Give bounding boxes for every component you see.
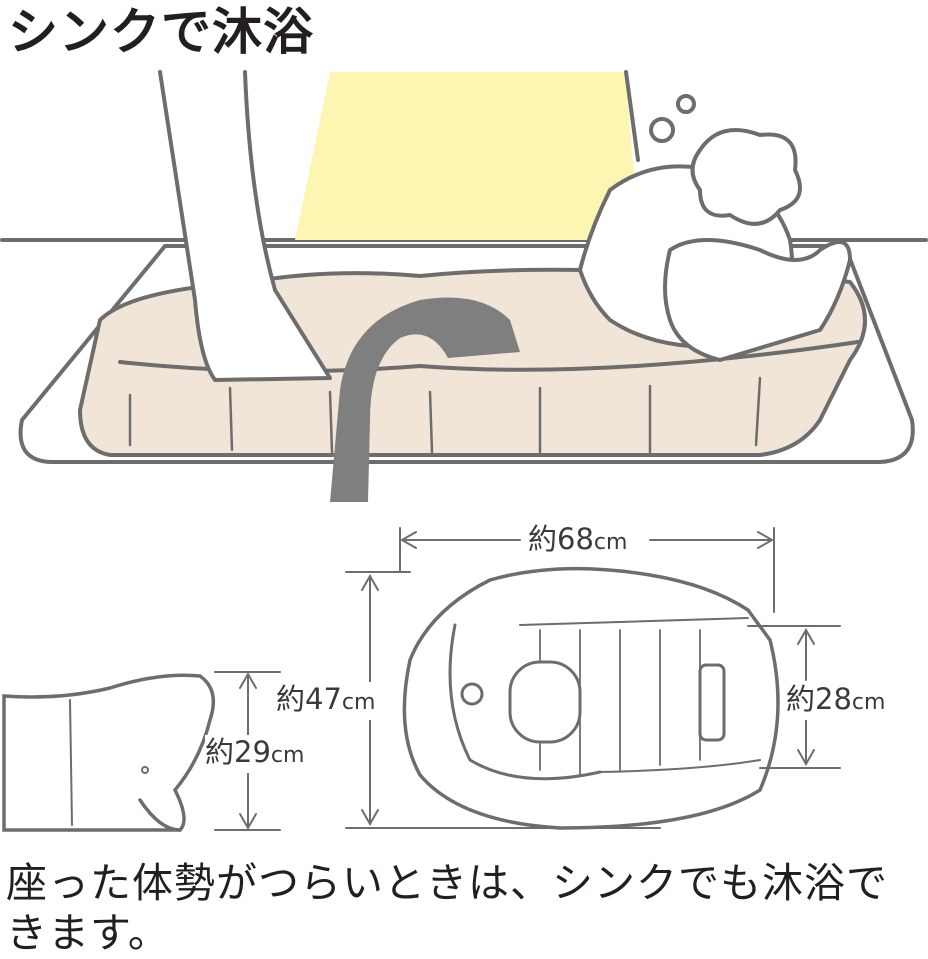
parent-arm-left — [158, 70, 332, 382]
inner-width-label: 約28cm — [786, 682, 886, 720]
page-title: シンクで沐浴 — [8, 3, 314, 61]
sink-bath-scene — [0, 70, 928, 502]
length-dimension-lines — [399, 527, 775, 613]
tub-pleats — [128, 376, 762, 454]
inner-width-dimension-lines — [747, 625, 841, 769]
depth-dimension-lines — [345, 571, 661, 829]
tub-handle — [698, 663, 726, 742]
tub-seat — [508, 660, 582, 744]
parent-shirt — [295, 72, 640, 240]
tub-side-view — [2, 673, 216, 832]
parent-hand-support — [663, 238, 852, 362]
height-label: 約29cm — [205, 735, 305, 773]
depth-label: 約47cm — [276, 682, 376, 720]
length-label: 約68cm — [528, 522, 628, 560]
faucet — [330, 297, 520, 502]
drain-plug — [460, 682, 484, 706]
soap-bubbles — [690, 128, 802, 226]
dimension-diagrams — [2, 527, 841, 832]
tub-top-view — [402, 566, 780, 830]
caption-text: 座った体勢がつらいときは、シンクでも沐浴できます。 — [6, 859, 888, 957]
